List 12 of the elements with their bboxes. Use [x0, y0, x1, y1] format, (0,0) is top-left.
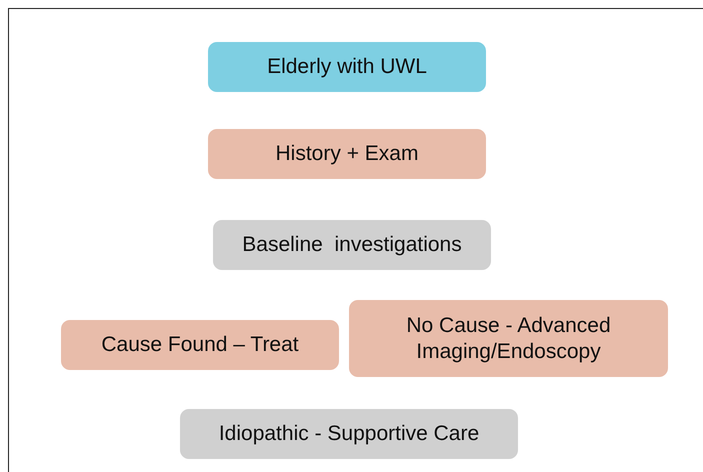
- process-box: [208, 129, 486, 179]
- process-box: [61, 320, 339, 370]
- box-label: Elderly with UWL: [267, 54, 427, 80]
- box-label: Baseline investigations: [242, 232, 462, 258]
- box-label: Cause Found – Treat: [101, 332, 299, 358]
- box-label: Idiopathic - Supportive Care: [218, 421, 480, 447]
- process-box: [213, 220, 491, 270]
- process-box: [208, 42, 486, 92]
- box-label: No Cause - Advanced Imaging/Endoscopy: [405, 313, 612, 364]
- box-label: History + Exam: [276, 141, 418, 167]
- process-box: [349, 300, 668, 377]
- process-box: [180, 409, 518, 459]
